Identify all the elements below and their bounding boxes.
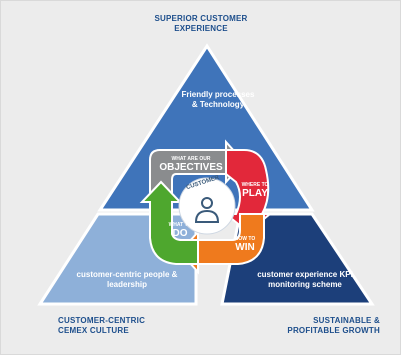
corner-title-right: SUSTAINABLE & PROFITABLE GROWTH (287, 316, 380, 335)
panel-text-left: customer-centric people & leadership (76, 270, 178, 289)
do-label: WHAT TO DO (158, 222, 202, 239)
person-icon (194, 197, 220, 223)
win-label-big: WIN (235, 242, 255, 253)
do-label-small: WHAT TO (168, 222, 192, 228)
play-label-big: PLAY (242, 188, 268, 199)
objectives-label: WHAT ARE OUR OBJECTIVES (156, 156, 226, 173)
objectives-label-small: WHAT ARE OUR (171, 156, 211, 162)
do-arrow (139, 180, 199, 265)
play-arrow (223, 149, 273, 234)
do-label-big: DO (172, 228, 188, 239)
win-label-small: HOW TO (234, 236, 256, 242)
customer-center-circle (178, 177, 236, 235)
play-label: WHERE TO PLAY (230, 182, 280, 199)
win-label: HOW TO WIN (220, 236, 270, 253)
objectives-label-big: OBJECTIVES (159, 162, 223, 173)
panel-text-top: Friendly processes & Technology (181, 90, 255, 109)
play-label-small: WHERE TO (241, 182, 269, 188)
corner-title-left: CUSTOMER-CENTRIC CEMEX CULTURE (58, 316, 146, 335)
panel-text-right: customer experience KPI monitoring schem… (257, 270, 353, 289)
corner-title-top: SUPERIOR CUSTOMER EXPERIENCE (154, 14, 248, 33)
